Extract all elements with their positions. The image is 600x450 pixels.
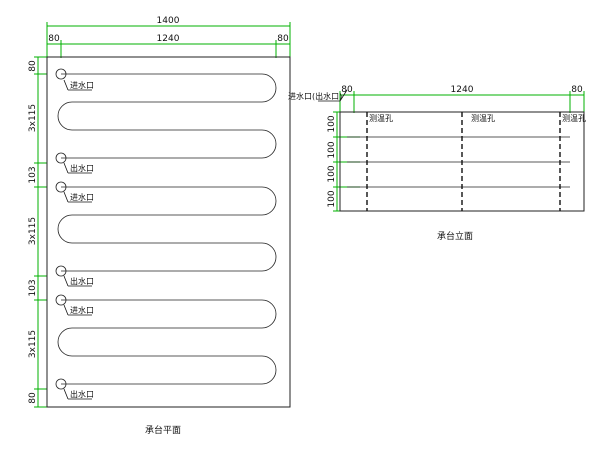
port-circle [55,265,67,277]
pipe-path [57,186,277,272]
dim-side-label-3: 103 [28,166,38,183]
plan-outline [46,56,291,408]
elev-dim-middle-label: 1240 [451,85,474,95]
hole-label-1: 测温孔 [369,114,393,123]
elev-side-label-4: 100 [327,190,337,207]
hole-label-2: 测温孔 [471,114,495,123]
dim-edge-left-label: 80 [48,34,60,44]
elevation-top-dimensions: 80 1240 80 [339,85,585,113]
dim-side-label-2: 3x115 [28,104,38,132]
elev-side-label-2: 100 [327,141,337,158]
outlet-label-3: 出水口 [70,389,94,399]
port-circle [55,378,67,390]
port-circle [55,152,67,164]
leader [63,162,69,174]
elev-side-label-1: 100 [327,115,337,132]
outlet-label-1: 出水口 [70,163,94,173]
leader [63,304,69,316]
elev-dim-left-label: 80 [341,85,353,95]
elevation-caption: 承台立面 [437,230,473,242]
elev-side-label-3: 100 [327,165,337,182]
dim-total-label: 1400 [157,16,180,26]
elevation-side-dimensions: 100 100 100 100 [327,111,360,212]
plan-view: 1400 80 1240 80 80 3x115 103 3x115 103 3… [28,16,291,436]
inlet-label-2: 进水口 [70,192,94,202]
dim-edge-right-label: 80 [277,34,289,44]
plan-caption: 承台平面 [145,424,181,436]
elevation-port-label: 进水口(出水口) [288,91,342,101]
inlet-label-1: 进水口 [70,80,94,90]
dim-side-label-7: 80 [28,392,38,404]
port-leader-diagonal [339,89,348,102]
plan-top-dimensions: 1400 80 1240 80 [46,16,291,58]
leader [63,79,69,91]
dim-side-label-1: 80 [28,60,38,72]
pipe-path [57,299,277,385]
plan-side-dimensions: 80 3x115 103 3x115 103 3x115 80 [28,56,47,408]
dim-middle-label: 1240 [157,34,180,44]
leader [63,388,69,400]
leader [63,191,69,203]
dim-side-label-5: 103 [28,279,38,296]
outlet-label-2: 出水口 [70,276,94,286]
pipe-loop-1 [55,68,277,164]
inlet-label-3: 进水口 [70,305,94,315]
pipe-loop-3 [55,294,277,390]
elev-dim-right-label: 80 [571,85,583,95]
plan-port-labels: 进水口 出水口 进水口 出水口 进水口 出水口 [63,79,94,400]
elevation-view: 80 1240 80 100 100 100 100 测温孔 测温孔 测 [288,85,586,242]
leader [63,275,69,287]
dim-side-label-6: 3x115 [28,330,38,358]
pipe-loop-2 [55,181,277,277]
hole-label-3: 测温孔 [562,114,586,123]
pipe-path [57,73,277,159]
dim-side-label-4: 3x115 [28,217,38,245]
